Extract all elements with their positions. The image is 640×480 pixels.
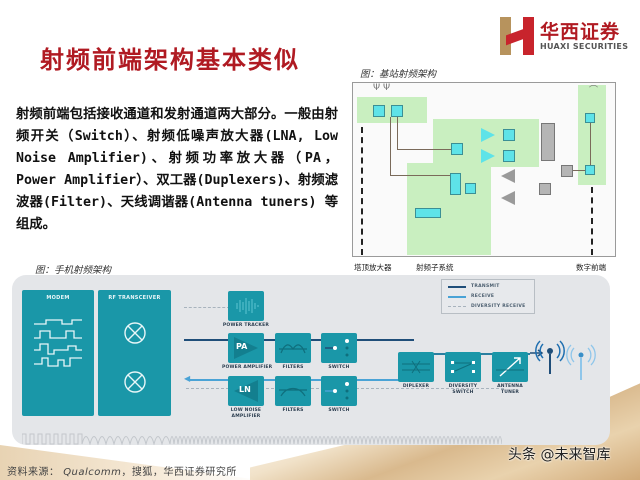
diversity-switch-icon (451, 361, 475, 373)
signal-waveform-decoration (22, 433, 502, 445)
duplexer-block (450, 173, 461, 195)
lna-2-icon (481, 149, 495, 163)
modem-waveforms-icon (34, 319, 82, 367)
power-amplifier-block: PA (228, 333, 264, 363)
logo-name-cn: 华西证券 (540, 20, 621, 43)
power-tracker-block (228, 291, 264, 321)
watermark: 头条 @未来智库 (508, 447, 611, 463)
label-rf-subsystem: 射频子系统 (416, 263, 454, 272)
label-digital-frontend: 数字前端 (576, 263, 606, 272)
rf-transceiver-block: RF TRANSCEIVER (98, 290, 171, 416)
dish-icon: ⌒ (589, 86, 599, 96)
filter-block (451, 143, 463, 155)
diplexer-block (398, 352, 434, 382)
lowpass-filter-icon (279, 387, 307, 397)
diplexer-icon (402, 360, 430, 374)
lna-1-icon (481, 128, 495, 142)
legend-diversity-receive: DIVERSITY RECEIVE (448, 304, 526, 309)
phone-rf-caption: 图：手机射频架构 (35, 265, 112, 276)
switch-icon (325, 382, 349, 400)
downconverter-block (541, 123, 555, 161)
bandpass-filter-icon (279, 344, 307, 354)
antenna-tuner-arrow-icon (496, 357, 524, 377)
base-station-caption: 图：基站射频架构 (360, 69, 437, 80)
diversity-switch-block (445, 352, 481, 382)
receive-arrow-icon: ◀ (184, 374, 191, 383)
logo-name-en: HUAXI SECURITIES (540, 41, 629, 51)
legend-transmit: TRANSMIT (448, 284, 500, 289)
tx-filters-block (275, 333, 311, 363)
label-tower-amplifier: 塔顶放大器 (354, 263, 392, 272)
body-paragraph: 射频前端包括接收通道和发射通道两大部分。一般由射频开关（Switch）、射频低噪… (16, 107, 338, 232)
mixer-icons (124, 322, 146, 393)
modem-block: MODEM (22, 290, 94, 416)
legend-receive: RECEIVE (448, 294, 494, 299)
base-station-diagram: Ψ Ψ ⌒ (352, 82, 616, 257)
low-noise-amplifier-block: LN (228, 376, 264, 406)
logo-mark-icon (500, 17, 534, 55)
source-note: 资料来源： Qualcomm，搜狐，华西证券研究所 (7, 467, 237, 478)
antenna-tuner-block (492, 352, 528, 382)
switch-icon (325, 339, 349, 357)
phone-diagram-legend: TRANSMIT RECEIVE DIVERSITY RECEIVE (441, 279, 535, 314)
company-logo: 华西证券 HUAXI SECURITIES (500, 17, 628, 55)
antenna-icon: Ψ Ψ (373, 83, 391, 93)
rx-filters-block (275, 376, 311, 406)
slide-title: 射频前端架构基本类似 (40, 45, 300, 74)
tx-switch-block (321, 333, 357, 363)
antenna-icons (530, 340, 596, 380)
rx-switch-block (321, 376, 357, 406)
power-tracker-signal-icon (236, 298, 259, 314)
